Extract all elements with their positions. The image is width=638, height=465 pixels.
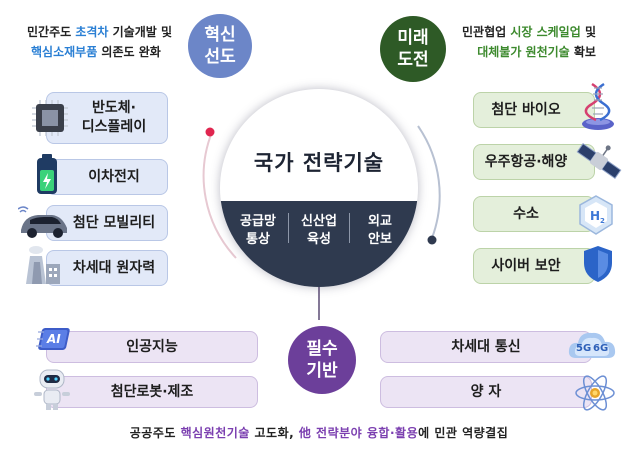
tech-advanced-robotics: 첨단로봇·제조 <box>46 376 258 408</box>
5g-text: 5G <box>576 343 592 354</box>
future-circle: 미래 도전 <box>380 16 446 82</box>
value-diplomacy: 외교 안보 <box>368 214 392 247</box>
right-arc-dot <box>427 235 437 245</box>
divider <box>288 213 289 243</box>
tech-advanced-bio: 첨단 바이오 <box>473 92 595 128</box>
shield-icon <box>582 244 614 284</box>
ai-icon-text: AI <box>47 332 61 346</box>
center-title: 국가 전략기술 <box>253 151 385 175</box>
future-desc-line1: 민관협업 시장 스케일업 및 <box>462 25 596 39</box>
atom-icon <box>572 370 618 416</box>
essential-description: 공공주도 핵심원천기술 고도화, 他 전략분야 융합·활용에 민관 역량결집 <box>129 426 509 440</box>
innovation-desc-line2: 핵심소재부품 의존도 완화 <box>31 45 161 59</box>
innovation-circle: 혁신 선도 <box>188 14 252 78</box>
tech-advanced-mobility: 첨단 모빌리티 <box>46 205 168 241</box>
cloud-5g-6g-icon: 5G 6G <box>566 322 618 368</box>
tech-next-gen-nuclear: 차세대 원자력 <box>46 250 168 286</box>
tech-quantum: 양 자 <box>380 376 592 408</box>
dna-icon <box>578 82 618 132</box>
hydrogen-icon: H 2 <box>576 194 616 238</box>
tech-semiconductor-display: 반도체· 디스플레이 <box>46 92 168 144</box>
future-description: 민관협업 시장 스케일업 및 대체불가 원천기술 확보 <box>462 22 596 62</box>
satellite-icon <box>574 138 624 184</box>
value-new-industry: 신산업 육성 <box>301 214 337 247</box>
left-arc-dot <box>205 127 215 137</box>
tech-secondary-battery: 이차전지 <box>46 159 168 195</box>
center-values-band: 공급망 통상 신산업 육성 외교 안보 <box>220 201 418 287</box>
essential-circle: 필수 기반 <box>288 326 356 394</box>
chip-icon <box>30 98 70 138</box>
6g-text: 6G <box>593 343 609 354</box>
innovation-description: 민간주도 초격차 기술개발 및 핵심소재부품 의존도 완화 <box>27 22 172 62</box>
battery-icon <box>32 154 62 196</box>
future-desc-line2: 대체불가 원천기술 확보 <box>477 45 596 59</box>
tech-cyber-security: 사이버 보안 <box>473 248 595 284</box>
robot-icon <box>30 366 74 412</box>
tech-artificial-intelligence: 인공지능 <box>46 331 258 363</box>
svg-text:2: 2 <box>600 217 605 225</box>
tech-next-gen-communication: 차세대 통신 <box>380 331 592 363</box>
nuclear-plant-icon <box>22 242 62 286</box>
right-arc <box>417 125 441 239</box>
divider <box>349 213 350 243</box>
ai-icon: AI <box>32 320 76 360</box>
innovation-desc-line1: 민간주도 초격차 기술개발 및 <box>27 25 173 39</box>
value-supply-chain: 공급망 통상 <box>240 214 276 247</box>
national-strategic-tech-circle: 국가 전략기술 공급망 통상 신산업 육성 외교 안보 <box>220 89 418 287</box>
car-icon <box>18 206 70 240</box>
tech-aerospace-ocean: 우주항공·해양 <box>473 144 595 180</box>
svg-text:H: H <box>590 209 600 223</box>
